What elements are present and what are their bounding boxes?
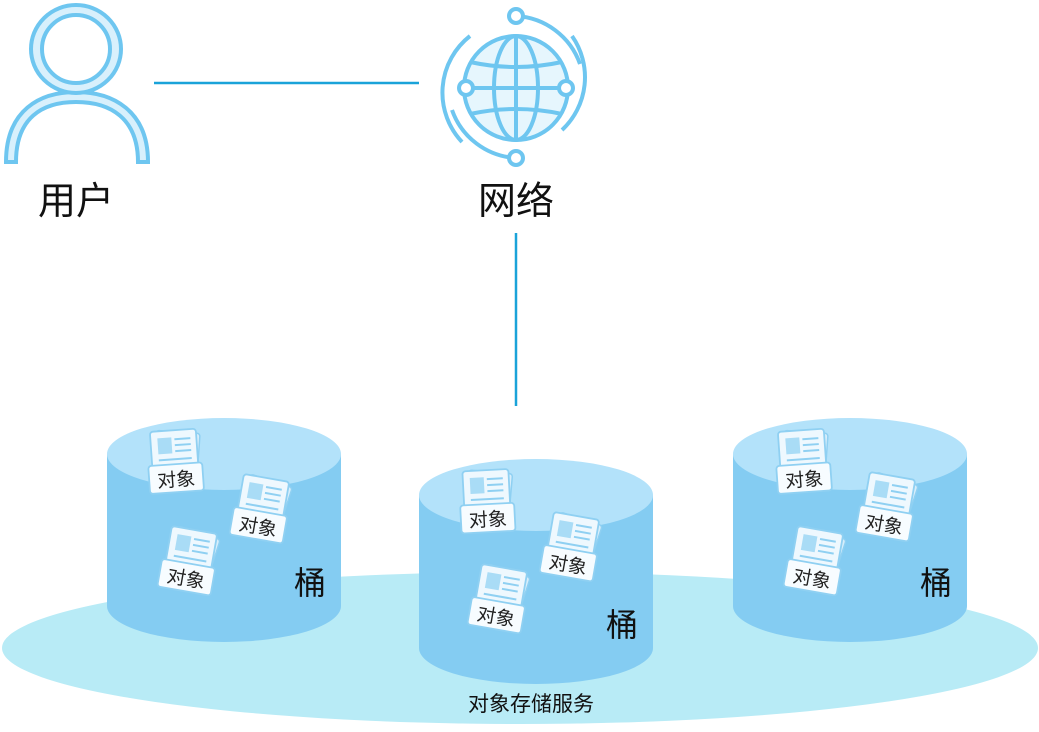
object-label: 对象 [785,468,824,493]
object-doc: 对象 [782,523,849,597]
object-label: 对象 [468,508,507,532]
bucket-1: 对象 对象 对象 桶 [107,418,341,642]
object-doc: 对象 [466,561,533,635]
bucket-label: 桶 [606,606,638,644]
bucket-label: 桶 [294,564,326,602]
object-doc: 对象 [228,471,295,545]
globe-network-icon [440,7,587,167]
bucket-3: 对象 对象 对象 桶 [733,418,967,642]
storage-service-label: 对象存储服务 [468,692,594,716]
object-label: 对象 [157,468,196,493]
object-doc: 对象 [772,426,834,496]
object-doc: 对象 [144,426,206,496]
object-doc: 对象 [538,509,605,583]
bucket-2: 对象 对象 对象 桶 [419,459,653,684]
bucket-label: 桶 [920,564,952,602]
object-doc: 对象 [156,523,223,597]
object-doc: 对象 [457,466,517,535]
network-label: 网络 [478,179,554,223]
object-doc: 对象 [854,469,921,543]
user-label: 用户 [38,179,114,223]
user-icon [3,3,151,164]
